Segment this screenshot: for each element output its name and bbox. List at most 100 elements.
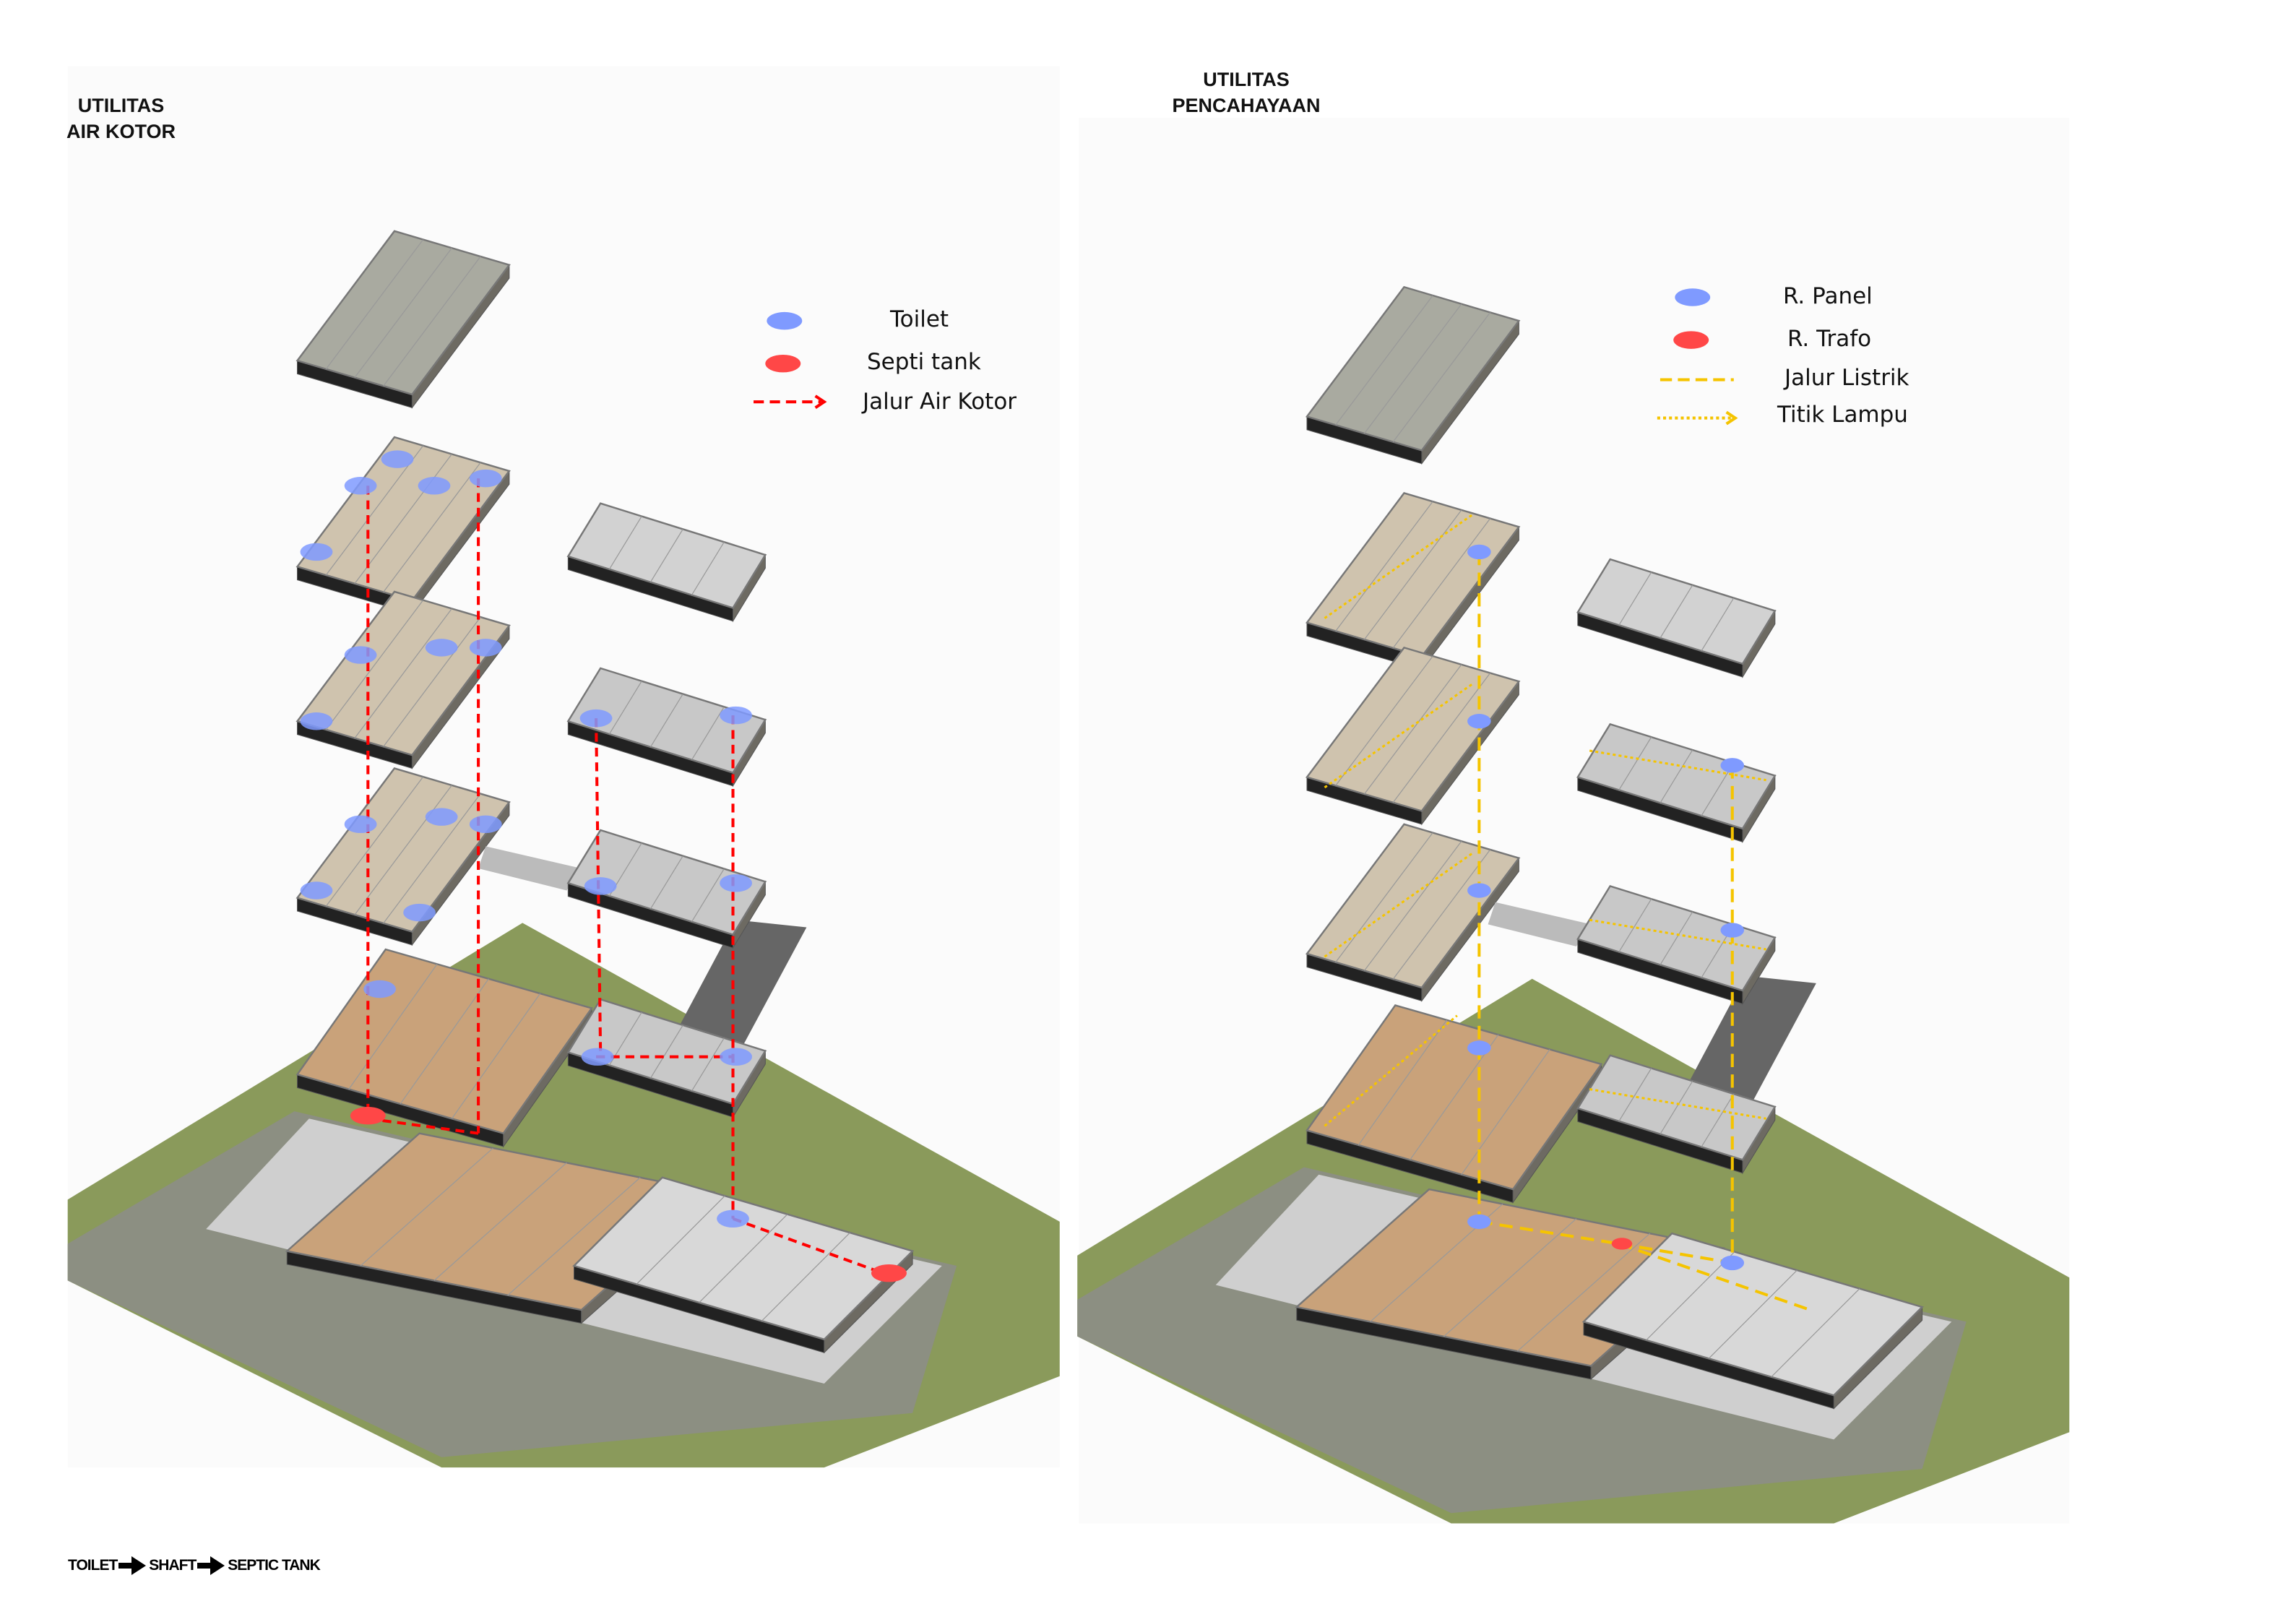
transformer-room-marker [1611,1238,1633,1250]
toilet-marker [363,980,397,998]
toilet-marker [344,477,377,495]
right-title-line1: UTILITAS [1203,69,1290,90]
flow-step-shaft: SHAFT [149,1557,197,1574]
toilet-marker [579,709,613,728]
legend-label-sewage-line: Jalur Air Kotor [863,389,1017,415]
tower-floor-2-wall [325,600,424,730]
lamp-point-line [1324,683,1473,789]
tower-floor-2-wall [383,616,481,747]
legend-label-electric-line: Jalur Listrik [1784,365,1909,391]
toilet-marker [720,706,752,725]
tower-floor-1-wall [325,445,424,576]
roof-plate-wall [383,256,481,387]
roof-plate-wall [1392,312,1491,443]
lamp-point-line [1324,1014,1458,1127]
tower-floor-3-wall [325,776,424,907]
toilet-marker [344,815,377,834]
east-wing-floor-2-wall [1660,911,1693,965]
tower-floor-2-wall [1335,655,1433,786]
east-wing-floor-3-wall [1618,1068,1652,1122]
electric-line [1479,1220,1620,1246]
lamp-point-line [1589,749,1766,782]
east-wing-floor-1-wall [1618,736,1652,790]
ramp [1686,975,1816,1101]
panel-room-marker [1720,923,1745,938]
sewage-line [732,1217,884,1275]
lamp-point-line [1589,1088,1766,1120]
sewage-flow-sequence: TOILET SHAFT SEPTIC TANK [68,1555,321,1576]
toilet-marker [581,1048,614,1066]
ground-floor-east-wall [761,1232,850,1321]
legend-label-toilet: Toilet [890,306,949,332]
tower-floor-3-wall [1335,832,1433,963]
toilet-marker [425,639,458,657]
legend-symbols [754,288,1738,426]
lamp-point-line [1324,853,1473,958]
east-wing-floor-3-wall [691,1038,725,1092]
legend-panel-icon [1675,288,1711,306]
toilet-marker [403,903,436,922]
toilet-marker [584,877,617,895]
panel-room-marker [1467,1214,1491,1230]
tower-floor-3-wall [383,793,481,924]
toilet-marker [469,469,502,488]
septic-tank-marker [871,1264,907,1282]
electric-lines-overlay [1324,514,1811,1312]
toilet-marker [469,639,502,657]
tower-floor-3-wall [354,785,452,915]
podium-floor-wall [348,964,438,1090]
toilet-marker [418,477,451,495]
podium-floor-wall [1410,1034,1499,1160]
east-wing-floor-2-wall [649,855,683,910]
septic-tank-marker [350,1106,386,1125]
east-wing-top-wall [649,529,683,583]
roof-plate-wall [1335,295,1433,426]
flow-step-septic-tank: SEPTIC TANK [228,1557,320,1574]
tower-floor-1-wall [1392,518,1491,649]
lamp-point-line [1324,514,1473,619]
legend-arrowhead-icon [1725,410,1738,426]
toilet-marker [344,646,377,664]
bridge [1488,902,1592,946]
electric-line [1618,1242,1811,1312]
roof-plate-wall [325,239,424,370]
tower-floor-2-wall [354,608,452,739]
tower-floor-3-wall [1392,849,1491,980]
tower-floor-1-wall [1363,509,1462,640]
podium-floor-wall [451,993,541,1119]
toilet-marker [381,450,414,468]
left-title-line2: AIR KOTOR [66,121,176,142]
tower-floor-3-wall [1363,840,1462,971]
east-wing-floor-1-wall [608,681,642,735]
sewage-line [368,1117,479,1135]
legend-transformer-icon [1673,331,1709,349]
toilet-marker [720,874,752,892]
toilet-marker [717,1209,749,1228]
east-wing-floor-3-wall [1660,1081,1693,1134]
right-title-line2: PENCAHAYAAN [1172,95,1321,116]
east-wing-floor-2-wall [1618,898,1652,952]
east-wing-top-wall [608,516,642,570]
east-wing-floor-2-wall [691,868,725,923]
podium-floor-wall [1461,1049,1550,1175]
ground-floor-west-wall [1443,1218,1577,1337]
toilet-marker [425,808,458,826]
podium-floor-wall [400,978,489,1105]
sewage-lines-overlay [300,450,907,1282]
toilet-marker [300,543,333,561]
east-wing-floor-1-wall [1660,749,1693,803]
panel-room-marker [1467,544,1491,560]
east-wing-top-wall [1660,584,1693,639]
ramp [677,920,807,1045]
left-title-line1: UTILITAS [77,95,165,116]
toilet-marker [720,1048,752,1066]
ground-floor-east-wall [1771,1288,1860,1378]
east-wing-floor-1-wall [649,694,683,748]
arrow-right-icon [197,1556,225,1575]
panel-room-marker [1467,714,1491,729]
tower-floor-2-wall [1392,673,1491,803]
roof-plate-wall [1363,303,1462,434]
tower-floor-1-wall [354,454,452,584]
ground-floor-west-wall [1516,1233,1651,1352]
